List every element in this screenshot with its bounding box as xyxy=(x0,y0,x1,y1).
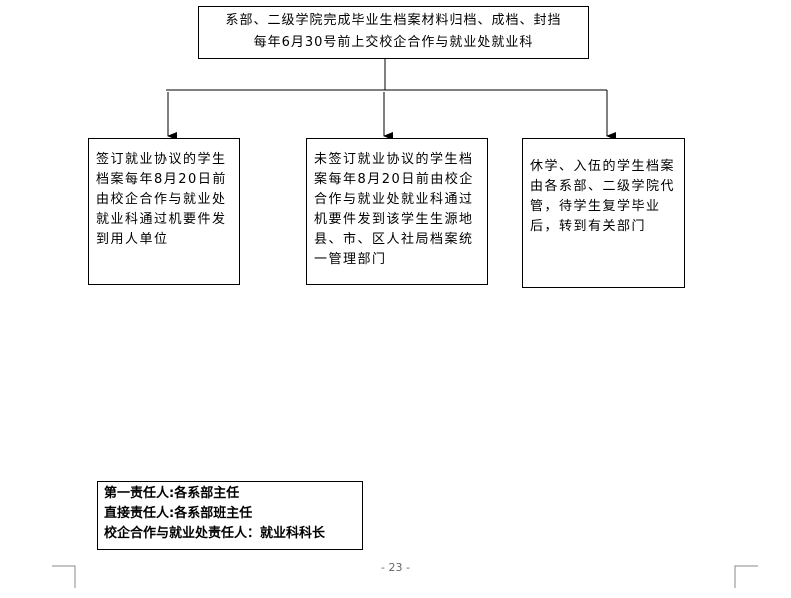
start-box: 系部、二级学院完成毕业生档案材料归档、成档、封挡 每年6月30号前上交校企合作与… xyxy=(198,6,589,59)
branch-box-unsigned: 未签订就业协议的学生档案每年8月20日前由校企合作与就业处就业科通过机要件发到该… xyxy=(306,138,488,285)
start-box-line2: 每年6月30号前上交校企合作与就业处就业科 xyxy=(253,35,534,50)
branch-box-unsigned-text: 未签订就业协议的学生档案每年8月20日前由校企合作与就业处就业科通过机要件发到该… xyxy=(314,152,474,267)
branch-box-signed: 签订就业协议的学生档案每年8月20日前由校企合作与就业处就业科通过机要件发到用人… xyxy=(88,138,240,285)
responsibility-box: 第一责任人:各系部主任 直接责任人:各系部班主任 校企合作与就业处责任人：就业科… xyxy=(97,481,363,550)
branch-box-suspended-text: 休学、入伍的学生档案由各系部、二级学院代管，待学生复学毕业后，转到有关部门 xyxy=(530,159,676,234)
crop-mark-left xyxy=(52,565,76,588)
first-responsible: 第一责任人:各系部主任 xyxy=(104,486,240,501)
branch-box-signed-text: 签订就业协议的学生档案每年8月20日前由校企合作与就业处就业科通过机要件发到用人… xyxy=(96,152,227,247)
page-number: - 23 - xyxy=(381,561,410,574)
office-responsible: 校企合作与就业处责任人：就业科科长 xyxy=(104,526,326,541)
direct-responsible: 直接责任人:各系部班主任 xyxy=(104,506,253,521)
crop-mark-right xyxy=(734,565,758,588)
start-box-line1: 系部、二级学院完成毕业生档案材料归档、成档、封挡 xyxy=(225,13,562,28)
branch-box-suspended: 休学、入伍的学生档案由各系部、二级学院代管，待学生复学毕业后，转到有关部门 xyxy=(522,138,685,288)
